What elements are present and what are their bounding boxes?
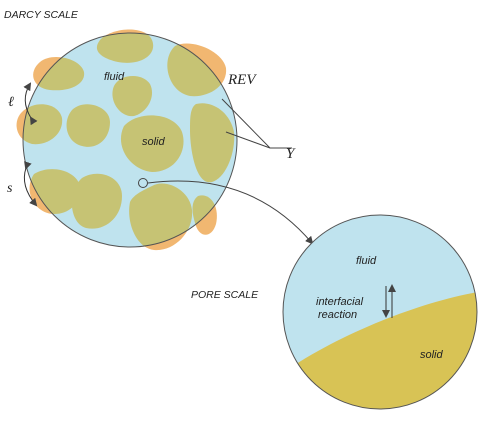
interfacial-label-line2: reaction bbox=[318, 309, 357, 321]
darcy-scale-title: DARCY SCALE bbox=[4, 9, 79, 21]
y-label: Y bbox=[286, 146, 296, 162]
zoom-marker bbox=[138, 178, 148, 188]
pore-outline bbox=[282, 214, 478, 410]
rev-outline bbox=[22, 32, 238, 248]
zoom-connector bbox=[147, 180, 314, 245]
solid-label-darcy: solid bbox=[142, 136, 166, 148]
s-arrow bbox=[23, 161, 38, 207]
y-leader-lines bbox=[221, 98, 292, 149]
interfacial-label-line1: interfacial bbox=[316, 296, 364, 308]
fluid-label-pore: fluid bbox=[356, 255, 377, 267]
ell-label: ℓ bbox=[8, 95, 14, 110]
ell-arrow bbox=[23, 82, 38, 126]
rev-label: REV bbox=[227, 72, 257, 88]
pore-scale-title: PORE SCALE bbox=[191, 289, 259, 301]
solid-label-pore: solid bbox=[420, 349, 444, 361]
s-label: s bbox=[7, 181, 13, 196]
fluid-label-darcy: fluid bbox=[104, 71, 125, 83]
